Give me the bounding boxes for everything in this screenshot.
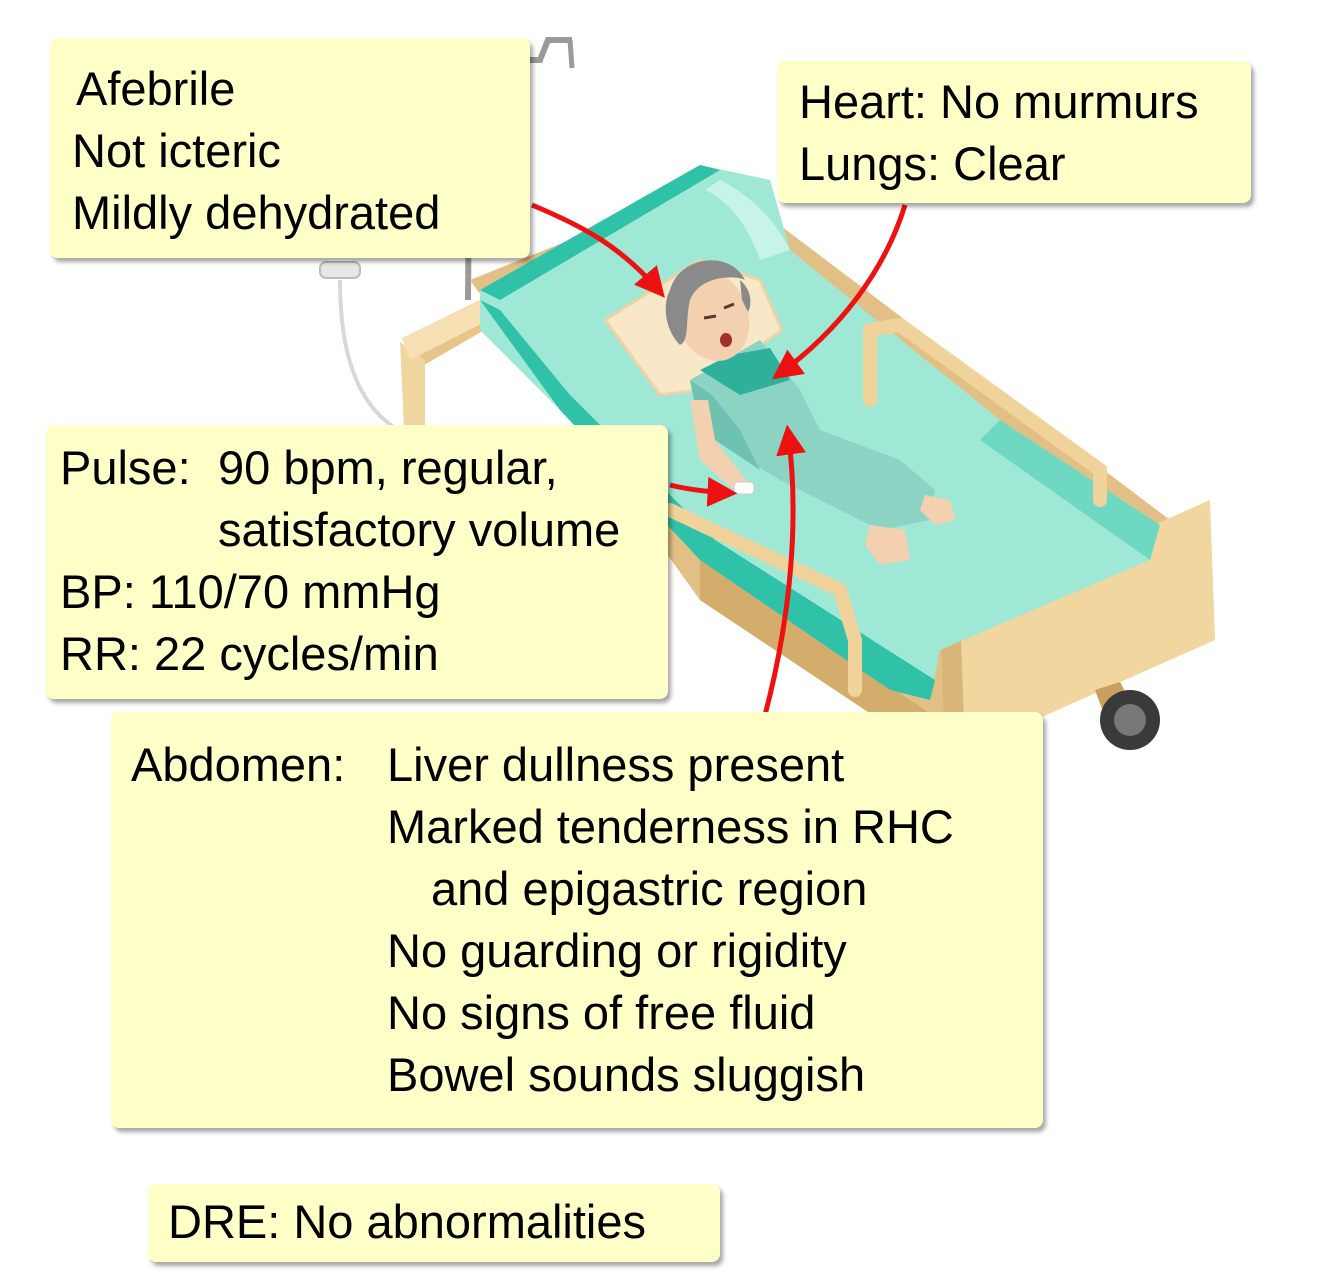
finding-dehydration: Mildly dehydrated [72,186,441,239]
finding-not-icteric: Not icteric [72,124,281,177]
note-chest-findings: Heart: No murmurs Lungs: Clear [777,61,1251,203]
finding-dre: DRE: No abnormalities [168,1195,647,1248]
bed-side-rails [663,317,1107,697]
pulse-value: 90 bpm, regular, [218,441,558,494]
arrow-chest-to-heart [771,204,908,380]
finding-tenderness: Marked tenderness in RHC [387,800,954,853]
note-abdomen-findings: Abdomen: Liver dullness present Marked t… [111,712,1043,1128]
arrow-vitals-to-wrist [669,476,738,507]
abdomen-findings-list: Liver dullness present Marked tenderness… [387,734,954,1106]
finding-tenderness-region: and epigastric region [431,862,868,915]
note-general-findings: Afebrile Not icteric Mildly dehydrated [50,38,530,258]
vital-bp: BP: 110/70 mmHg [60,565,441,618]
finding-bowel-sounds: Bowel sounds sluggish [387,1048,866,1101]
pulse-volume: satisfactory volume [218,503,621,556]
patient-figure [665,260,955,565]
abdomen-label: Abdomen: [131,738,346,791]
arrow-general-to-head [531,202,665,298]
note-dre: DRE: No abnormalities [148,1184,720,1262]
vital-rr: RR: 22 cycles/min [60,627,439,680]
vital-pulse: Pulse: 90 bpm, regular, [60,437,668,499]
finding-afebrile: Afebrile [76,62,236,115]
finding-lungs: Lungs: Clear [799,137,1066,190]
finding-heart: Heart: No murmurs [799,75,1199,128]
finding-liver-dullness: Liver dullness present [387,738,845,791]
pointer-arrows [531,202,908,716]
finding-free-fluid: No signs of free fluid [387,986,816,1039]
note-vital-signs: Pulse: 90 bpm, regular, satisfactory vol… [46,425,668,699]
finding-guarding: No guarding or rigidity [387,924,847,977]
arrow-abdomen-to-belly [762,424,806,716]
pulse-label: Pulse: [60,441,191,494]
